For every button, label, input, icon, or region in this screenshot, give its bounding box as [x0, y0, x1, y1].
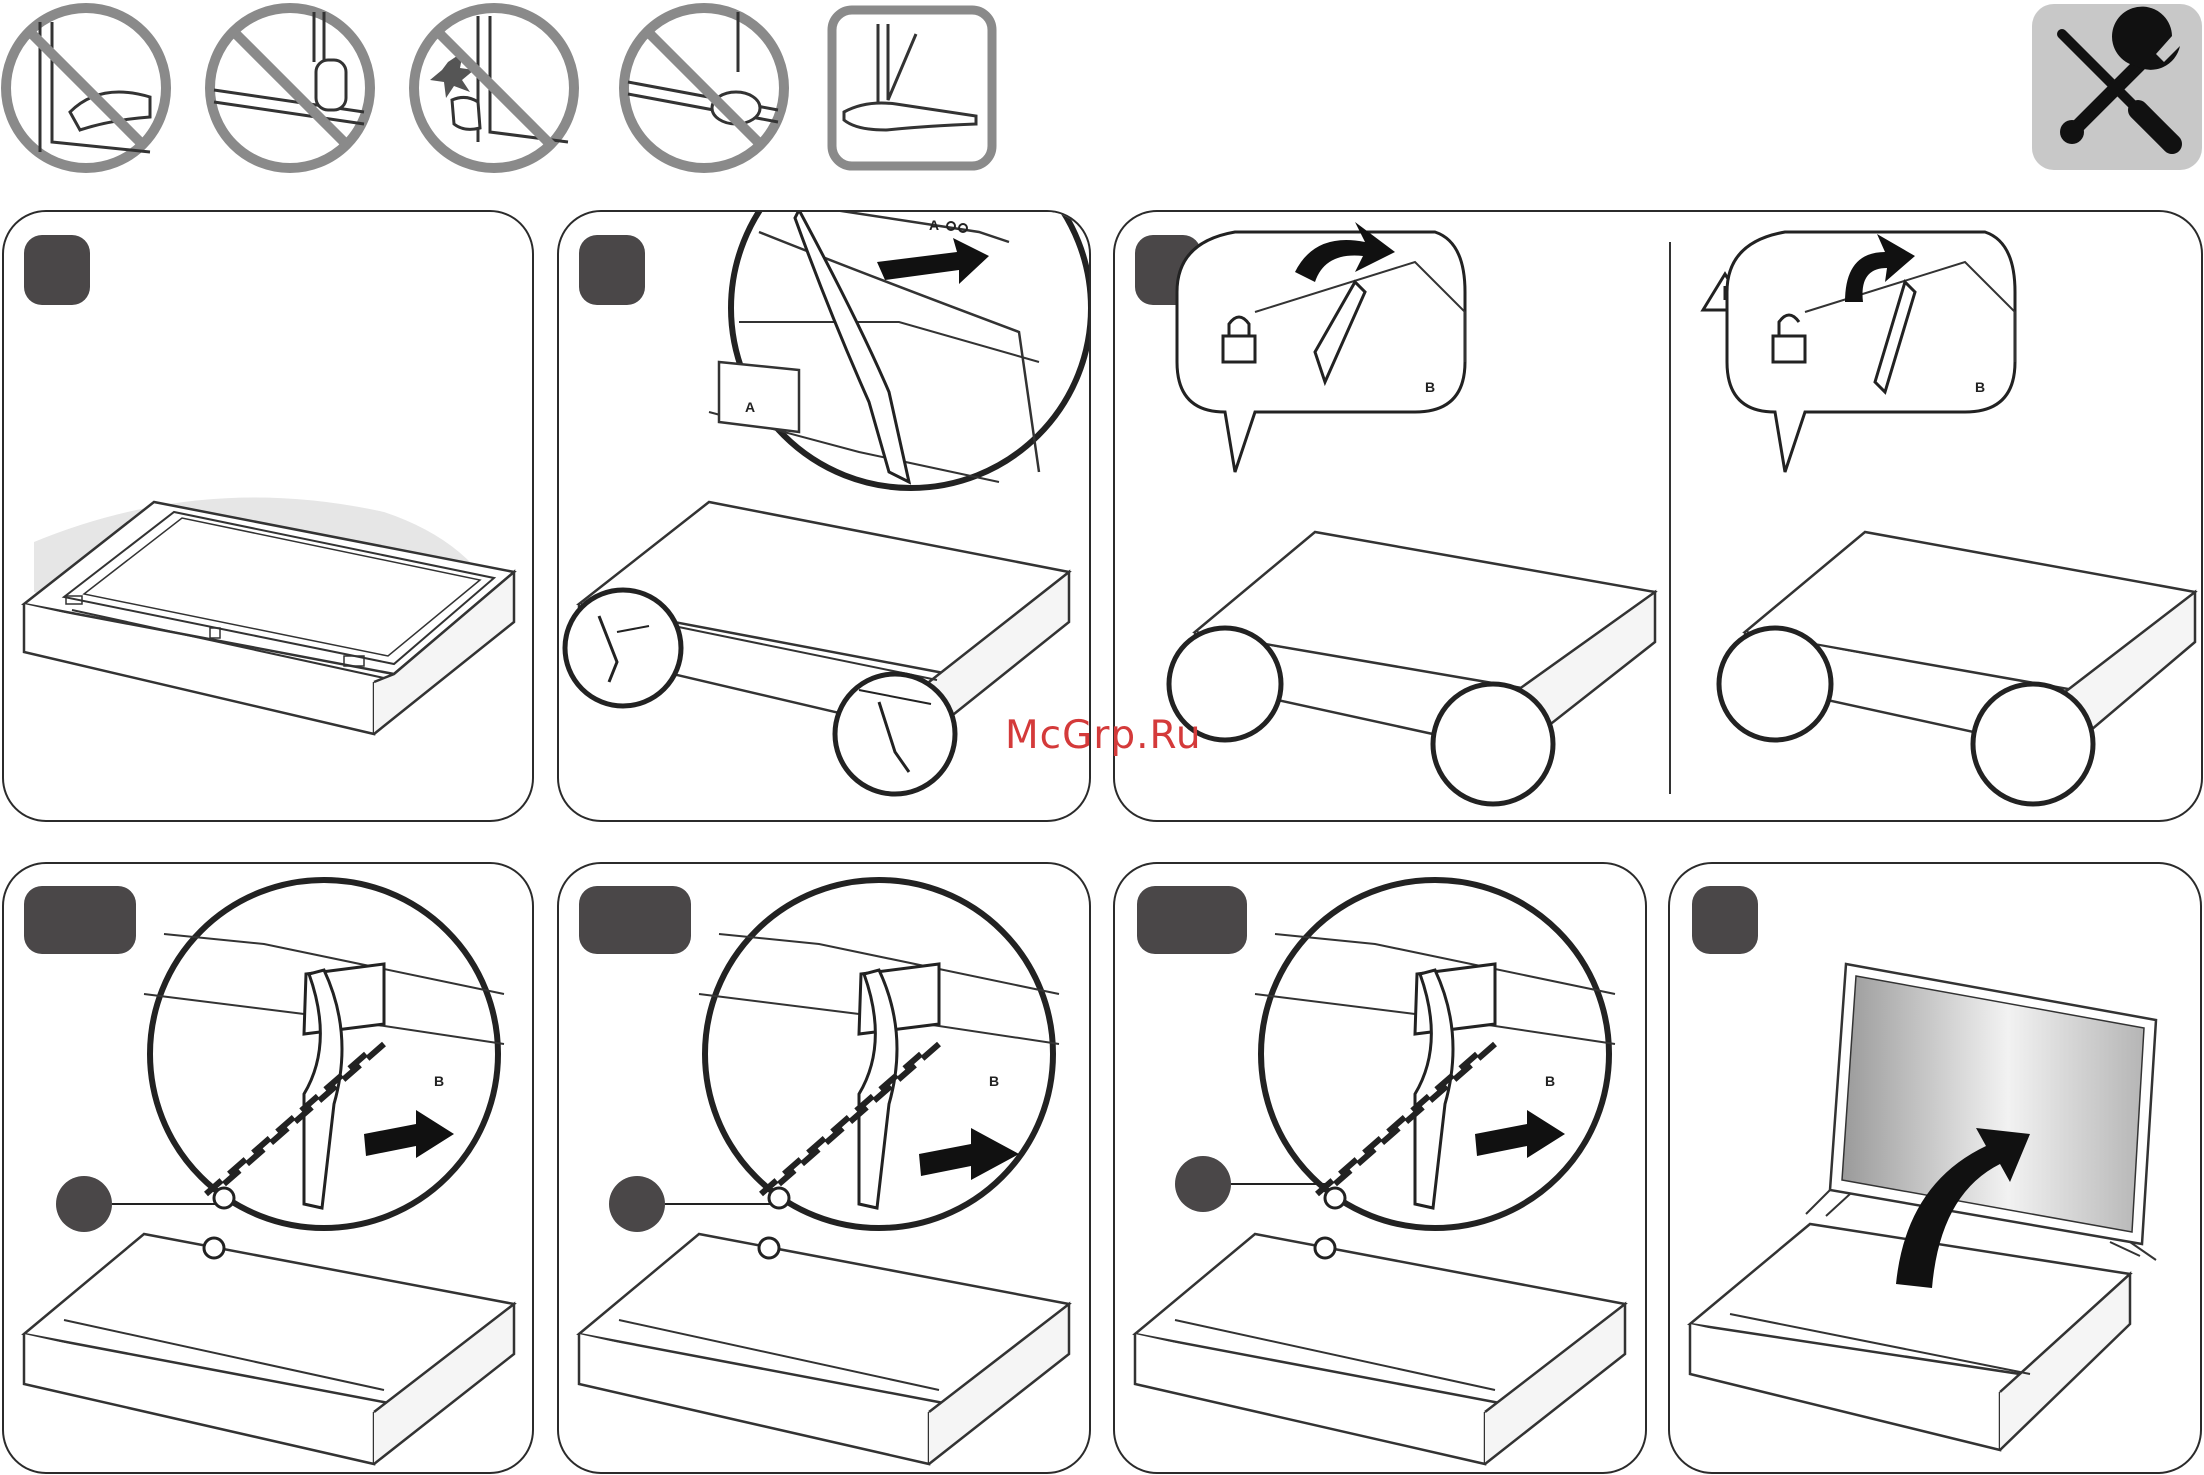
bracket-label-b: B [989, 1073, 999, 1089]
slot-label-a: A [745, 399, 755, 415]
tools-icon [2032, 4, 2202, 170]
screw-stands-illustration-2: B [559, 864, 1091, 1474]
correct-hold-back-icon [826, 4, 998, 172]
tv-on-table-illustration [4, 212, 534, 822]
panel-screw-stands-3: B [1113, 862, 1647, 1474]
bracket-label-b: B [1545, 1073, 1555, 1089]
screw-stands-illustration-3: B [1115, 864, 1647, 1474]
watermark: McGrp.Ru [1005, 713, 1202, 758]
bracket-label-b: B [1975, 379, 1985, 395]
no-press-screen-icon [408, 2, 580, 174]
stand-tv-upright-illustration [1670, 864, 2202, 1474]
screw-stands-illustration-1: B [4, 864, 534, 1474]
lock-unlock-illustration: B B [1115, 212, 2203, 822]
panel-screw-stands-2: B [557, 862, 1091, 1474]
unlock-icon [1773, 336, 1805, 362]
panel-screw-stands-1: B [2, 862, 534, 1474]
panel-lock-unlock-stands: B B [1113, 210, 2203, 822]
panel-place-tv-face-down [2, 210, 534, 822]
no-hold-bottom-bezel-icon [618, 2, 790, 174]
bracket-label-b: B [1425, 379, 1435, 395]
tv-slot-label-a: A [929, 217, 939, 233]
no-grip-bezel-icon [0, 2, 172, 174]
panel-stand-tv-upright [1668, 862, 2202, 1474]
lock-icon [1223, 336, 1255, 362]
no-hold-stand-icon [204, 2, 376, 174]
bracket-label-b: B [434, 1073, 444, 1089]
